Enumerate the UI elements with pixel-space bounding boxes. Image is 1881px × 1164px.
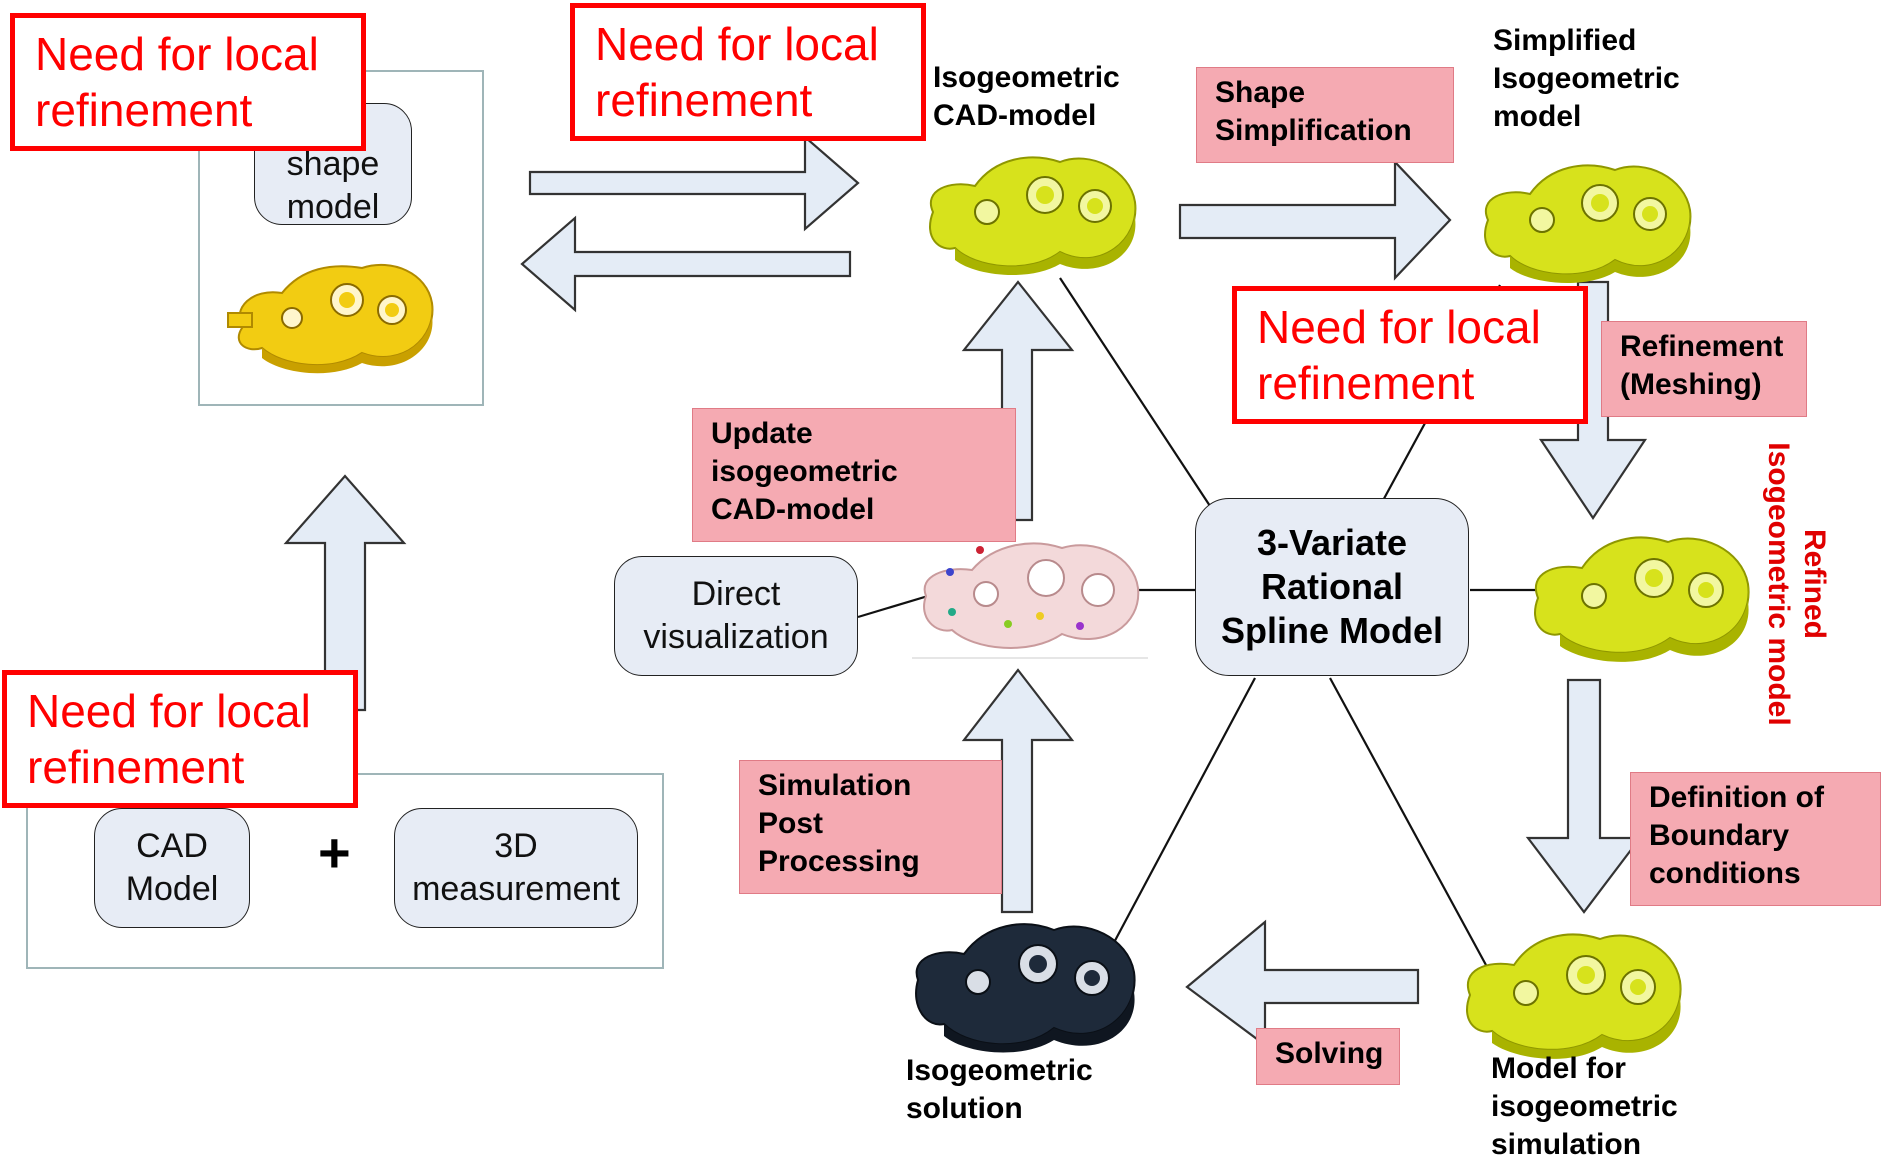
simulation-model-part-image [1466,933,1682,1059]
arrow-post-processing-up [961,668,1075,914]
arrow-refinement-down [1538,280,1648,520]
spoke-to-cad-model [1059,277,1211,507]
step-refinement: Refinement (Meshing) [1601,321,1807,417]
plus-sign: + [318,821,351,884]
visualization-part-image [912,542,1148,659]
arrow-to-cad-model [528,134,860,232]
spoke-to-simulation-model [1329,677,1506,1001]
step-shape-simplification: Shape Simplification [1196,67,1454,163]
arrow-measurement-up [283,474,407,712]
core-spline-model-box: 3-Variate Rational Spline Model [1195,498,1469,676]
direct-visualization-pill: Direct visualization [614,556,858,676]
step-boundary-conditions: Definition of Boundary conditions [1630,772,1881,906]
step-solving: Solving [1256,1028,1400,1085]
arrow-back-to-shape-model [520,215,852,313]
step-post-processing: Simulation Post Processing [739,760,1002,894]
isogeometric-solution-part-image [915,923,1136,1053]
arrow-simplification [1178,159,1452,281]
refined-model-part-image [1534,536,1750,662]
refinement-callout-top-center: Need for local refinement [570,3,926,141]
arrow-boundary-down [1525,678,1643,914]
refined-model-vertical-label: Refined Isogeometric model [1762,442,1831,726]
isogeometric-cad-part-image [929,156,1137,276]
refinement-callout-top-left: Need for local refinement [10,13,366,151]
cad-model-pill: CAD Model [94,808,250,928]
refinement-callout-right: Need for local refinement [1232,286,1588,424]
simulation-model-label: Model for isogeometric simulation [1491,1052,1678,1161]
step-update-cad: Update isogeometric CAD-model [692,408,1016,542]
refinement-callout-bottom-left: Need for local refinement [2,670,358,808]
arrow-update-cad-up [961,280,1075,522]
simplified-model-part-image [1484,164,1692,284]
isogeometric-cad-label: Isogeometric CAD-model [933,61,1120,132]
spoke-to-solution [1109,677,1256,951]
simplified-model-label: Simplified Isogeometric model [1493,24,1680,133]
shape-model-part-image [227,263,434,374]
measurement-pill: 3D measurement [394,808,638,928]
arrow-solving-left [1185,919,1420,1048]
isogeometric-solution-label: Isogeometric solution [906,1054,1093,1125]
